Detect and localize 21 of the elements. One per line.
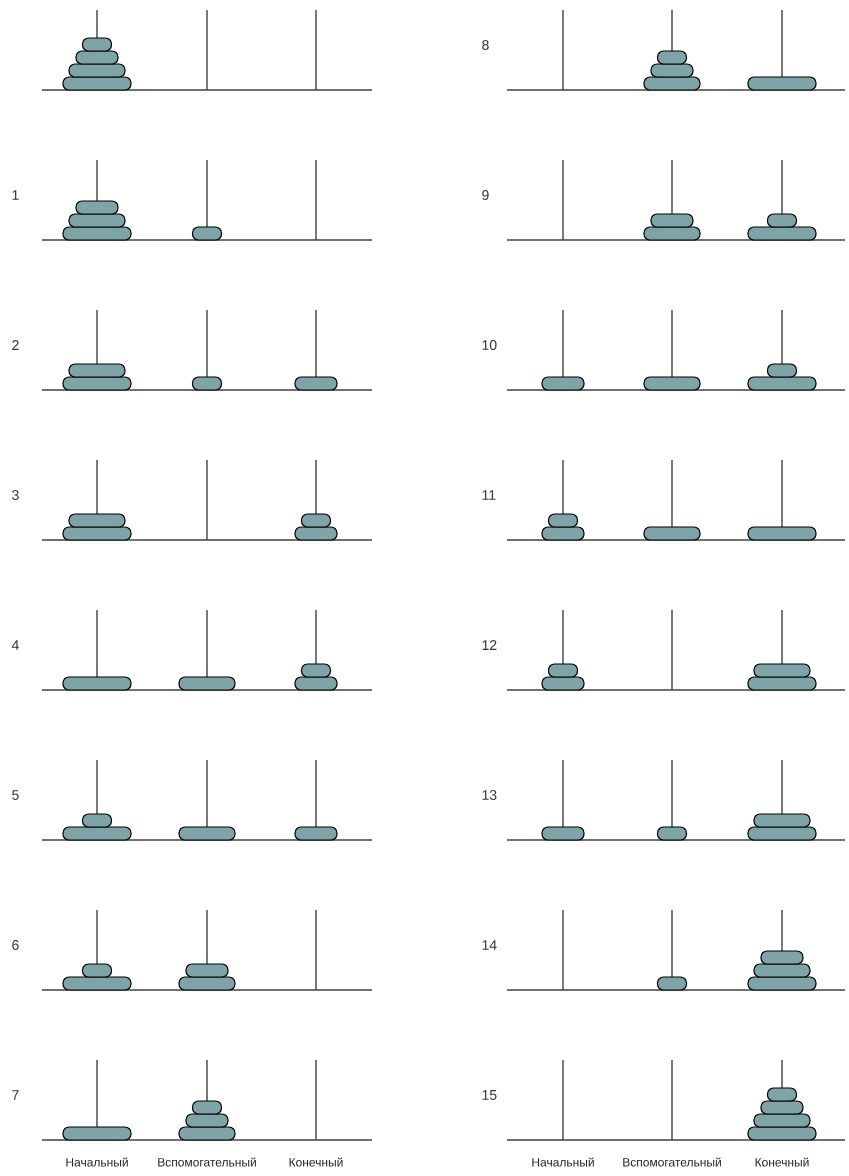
step-number: 14 (482, 940, 497, 950)
peg-label: Вспомогательный (158, 1157, 256, 1167)
step-number: 15 (482, 1090, 497, 1100)
peg-label: Конечный (289, 1157, 343, 1167)
step-number: 5 (12, 790, 19, 800)
step-number: 6 (12, 940, 19, 950)
step-number: 2 (12, 340, 19, 350)
step-number: 8 (482, 40, 489, 50)
step-number: 13 (482, 790, 497, 800)
step-number: 10 (482, 340, 497, 350)
step-number: 11 (482, 490, 496, 500)
peg-label: Начальный (532, 1157, 594, 1167)
step-number: 4 (11, 640, 19, 650)
peg-label: Вспомогательный (623, 1157, 721, 1167)
step-number: 3 (12, 490, 19, 500)
step-number: 1 (12, 190, 19, 200)
peg-label: Конечный (755, 1157, 809, 1167)
step-number: 7 (12, 1090, 19, 1100)
peg-label: Начальный (66, 1157, 128, 1167)
step-number: 12 (482, 640, 497, 650)
step-number: 9 (482, 190, 489, 200)
